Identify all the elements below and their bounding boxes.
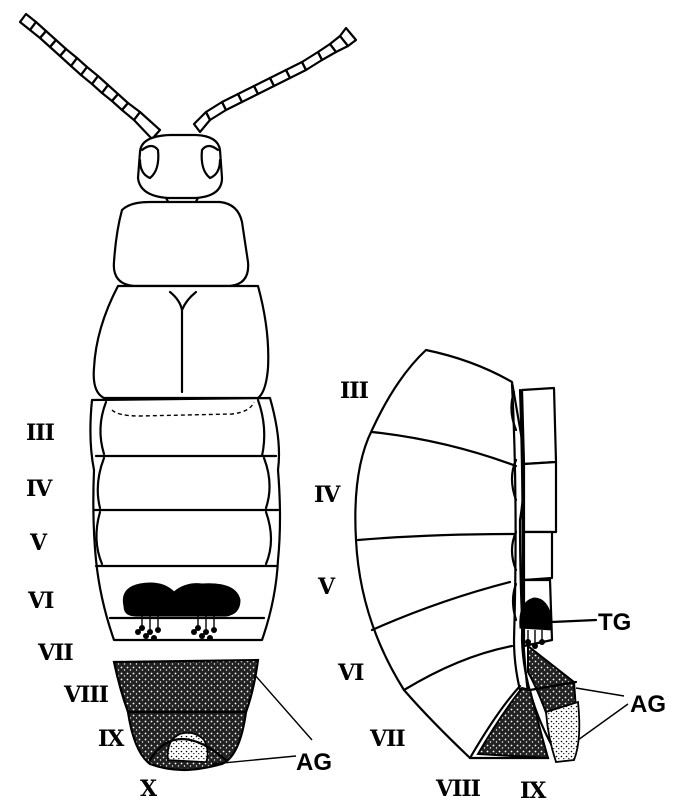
tg-label: TG	[598, 609, 631, 636]
lateral-ag-label: AG	[630, 691, 666, 718]
dorsal-label-VIII: VIII	[63, 682, 109, 708]
pronotum	[114, 202, 248, 286]
lateral-label-III: III	[340, 378, 369, 404]
lateral-label-IX: IX	[520, 778, 547, 804]
dorsal-label-VII: VII	[37, 640, 73, 666]
left-antenna	[20, 14, 160, 139]
dorsal-ag-label: AG	[296, 749, 332, 776]
lateral-view	[355, 350, 579, 762]
head	[138, 135, 222, 205]
lateral-label-VII: VII	[369, 726, 405, 752]
dorsal-label-V: V	[29, 530, 48, 556]
lateral-ag-callout: AG	[576, 688, 666, 740]
dorsal-label-IX: IX	[98, 726, 125, 752]
dorsal-label-III: III	[26, 420, 55, 446]
elytra	[94, 286, 269, 398]
dorsal-label-X: X	[140, 776, 158, 802]
tg-callout: TG	[552, 609, 631, 636]
dorsal-label-IV: IV	[26, 476, 53, 502]
lateral-label-V: V	[317, 574, 336, 600]
lateral-label-VI: VI	[337, 660, 364, 686]
lateral-label-IV: IV	[314, 482, 341, 508]
right-antenna	[194, 28, 356, 132]
abdomen-tip-dorsal	[114, 660, 258, 770]
lateral-label-VIII: VIII	[435, 776, 481, 802]
dorsal-label-VI: VI	[27, 588, 54, 614]
